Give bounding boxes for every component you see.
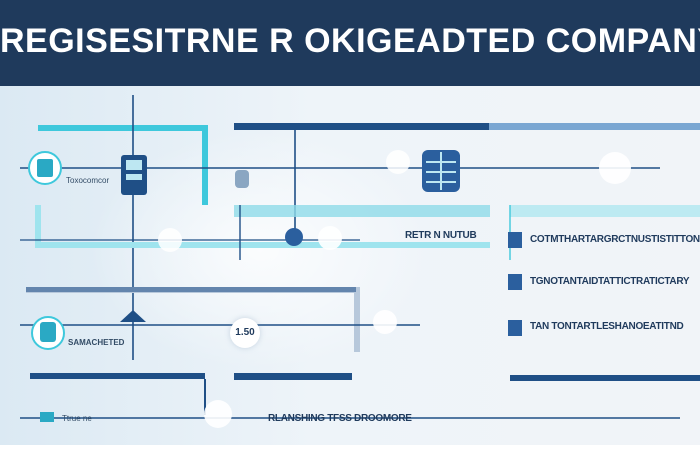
dot-bubble <box>318 226 342 250</box>
cyan-connector-top <box>38 125 208 205</box>
value-badge: 1.50 <box>230 318 260 348</box>
navy-bar-bottom-left <box>30 373 205 379</box>
right-panel-item-1: COTMTHARTARGRCTNUSTISTITTONTRO <box>530 234 700 245</box>
dot-bubble <box>373 310 397 334</box>
globe-icon <box>422 150 460 192</box>
right-panel-item-2: TGNOTANTAIDTATTICTRATICTARY <box>530 276 690 287</box>
chart-icon <box>120 310 146 322</box>
header-banner: REGISESITRNE R OKIGEADTED COMPANY <box>0 0 700 86</box>
gear-icon <box>285 228 303 246</box>
dot-bubble <box>599 152 631 184</box>
navy-bar-top <box>234 123 489 130</box>
right-panel-item-3: TAN TONTARTLESHANOEATITND <box>530 321 684 332</box>
page-title: REGISESITRNE R OKIGEADTED COMPANY <box>0 22 700 60</box>
node-caption-bottom-left: Ttrue ne <box>62 414 92 423</box>
dot-bubble <box>204 400 232 428</box>
small-icons <box>40 232 522 422</box>
cyan-band-right <box>510 205 700 217</box>
node-caption-top-left: Toxocomcor <box>66 176 110 185</box>
shield-icon <box>28 151 62 185</box>
background-glow <box>90 130 430 370</box>
building-icon <box>121 155 147 195</box>
cyan-band-mid <box>234 205 490 217</box>
navy-bar-bottom-right <box>510 375 700 381</box>
node-caption-bottom: RLANSHING TFSS DROOMORE <box>268 413 412 424</box>
navy-bar-lower <box>26 287 356 292</box>
hand-icon <box>235 170 249 188</box>
light-bar-top <box>489 123 700 130</box>
node-caption-mid-left: SAMACHETED <box>68 338 125 347</box>
node-caption-center: RETR N NUTUB <box>405 230 477 241</box>
person-icon <box>31 316 65 350</box>
navy-bar-bottom-mid <box>234 373 352 380</box>
bottom-strip <box>0 445 700 470</box>
dot-bubble <box>386 150 410 174</box>
dot-bubble <box>158 228 182 252</box>
